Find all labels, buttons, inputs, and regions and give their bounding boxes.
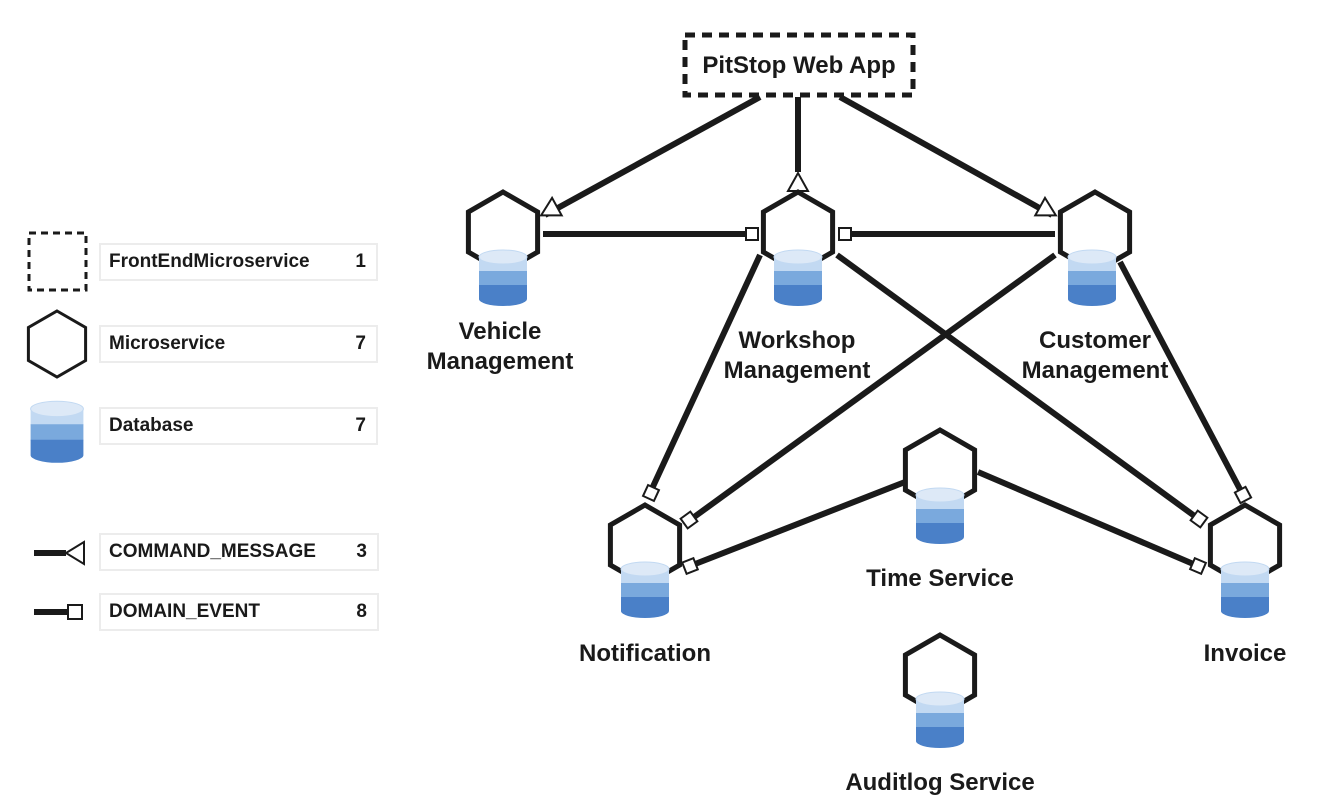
database-segment xyxy=(774,285,822,306)
node-label-line: Management xyxy=(1022,357,1169,384)
database-segment xyxy=(479,285,527,306)
database-segment xyxy=(916,727,964,748)
nodes-layer: PitStop Web AppVehicleManagementWorkshop… xyxy=(427,32,1287,796)
edge-workshop-notification xyxy=(641,253,763,503)
edge-line xyxy=(647,253,763,495)
legend-label: Microservice xyxy=(109,333,226,354)
database-icon xyxy=(915,487,965,544)
node-label-line: Time Service xyxy=(866,565,1014,592)
domain-event-marker xyxy=(680,556,700,576)
node-label-line: Management xyxy=(427,348,574,375)
domain-event-marker xyxy=(679,510,699,530)
legend-item-frontendmicroservice: FrontEndMicroservice 1 xyxy=(99,243,378,281)
database-top xyxy=(915,487,965,503)
edge-customer-workshop xyxy=(838,227,1055,241)
legend-item-domain-event: DOMAIN_EVENT 8 xyxy=(99,593,379,631)
database-icon xyxy=(620,561,670,618)
legend-item-microservice: Microservice 7 xyxy=(99,325,378,363)
frontend-box xyxy=(682,32,916,98)
node-label-line: Notification xyxy=(579,640,711,667)
domain-event-marker xyxy=(1188,556,1208,576)
edge-vehicle-workshop xyxy=(543,227,759,241)
database-top xyxy=(478,249,528,265)
edge-line xyxy=(835,252,1202,523)
node-label-line: Management xyxy=(724,357,871,384)
square-marker-icon xyxy=(34,604,83,620)
node-label-line: Vehicle xyxy=(459,318,542,345)
microservice-node-notification: Notification xyxy=(579,502,711,667)
hexagon-icon xyxy=(26,309,88,379)
database-top xyxy=(1067,249,1117,265)
database-segment xyxy=(621,597,669,618)
node-label-line: Customer xyxy=(1039,327,1151,354)
domain-event-marker xyxy=(1233,485,1253,505)
database-top xyxy=(1220,561,1270,577)
dashed-square-icon xyxy=(27,231,88,292)
microservice-node-invoice: Invoice xyxy=(1204,502,1287,667)
legend-item-command-message: COMMAND_MESSAGE 3 xyxy=(99,533,379,571)
legend-count: 7 xyxy=(355,333,366,354)
legend-count: 7 xyxy=(355,415,366,436)
edge-frontend-workshop xyxy=(786,97,810,192)
database-icon xyxy=(773,249,823,306)
frontend-label: PitStop Web App xyxy=(702,52,895,79)
database-segment xyxy=(916,523,964,544)
legend-label: FrontEndMicroservice xyxy=(109,251,310,272)
legend-label: Database xyxy=(109,415,194,436)
database-icon xyxy=(915,691,965,748)
database-segment xyxy=(1221,597,1269,618)
edge-line xyxy=(688,252,1057,523)
edge-time-notification xyxy=(680,479,907,576)
square-marker xyxy=(67,604,83,620)
legend-count: 3 xyxy=(356,541,367,562)
database-segment xyxy=(1068,285,1116,306)
domain-event-marker xyxy=(838,227,852,241)
triangle-marker xyxy=(64,540,85,566)
frontend-node-pitstop-web-app: PitStop Web App xyxy=(682,32,916,98)
edge-line xyxy=(1117,260,1246,497)
edge-frontend-customer xyxy=(838,94,1058,218)
database-top xyxy=(915,691,965,707)
legend-count: 1 xyxy=(355,251,366,272)
database-segment xyxy=(30,439,84,463)
command-message-marker xyxy=(1033,195,1058,217)
edge-frontend-vehicle xyxy=(539,94,762,218)
node-label-line: Workshop xyxy=(739,327,856,354)
edge-customer-notification xyxy=(679,252,1057,530)
database-top xyxy=(30,400,84,418)
triangle-arrow-icon xyxy=(34,540,85,566)
microservice-node-time: Time Service xyxy=(866,427,1014,592)
edge-line xyxy=(543,94,762,218)
legend-icons xyxy=(26,231,88,620)
legend-label: COMMAND_MESSAGE xyxy=(109,541,316,562)
domain-event-marker xyxy=(1189,509,1209,529)
edge-customer-invoice xyxy=(1117,260,1253,505)
command-message-marker xyxy=(539,195,564,217)
database-top xyxy=(620,561,670,577)
microservice-node-auditlog: Auditlog Service xyxy=(845,632,1035,796)
node-label-line: Auditlog Service xyxy=(845,769,1034,796)
database-icon xyxy=(30,400,84,463)
edge-workshop-invoice xyxy=(835,252,1209,529)
database-icon xyxy=(478,249,528,306)
edge-line xyxy=(688,479,907,569)
domain-event-marker xyxy=(745,227,759,241)
edge-line xyxy=(976,469,1200,569)
edge-time-invoice xyxy=(976,469,1208,576)
command-message-marker xyxy=(786,170,810,192)
domain-event-marker xyxy=(641,483,661,503)
edge-line xyxy=(838,94,1054,218)
legend-label: DOMAIN_EVENT xyxy=(109,601,260,622)
edges-layer xyxy=(539,94,1253,576)
database-top xyxy=(773,249,823,265)
database-icon xyxy=(1067,249,1117,306)
database-icon xyxy=(1220,561,1270,618)
node-label-line: Invoice xyxy=(1204,640,1287,667)
legend-item-database: Database 7 xyxy=(99,407,378,445)
legend-count: 8 xyxy=(356,601,367,622)
